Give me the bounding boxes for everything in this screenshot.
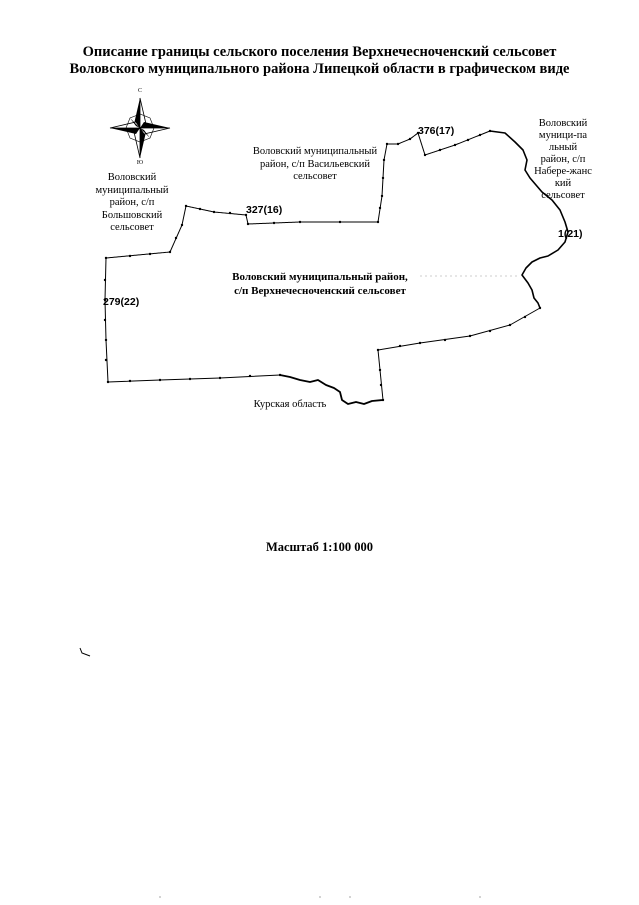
stray-mark [79, 647, 91, 657]
point-label-327: 327(16) [246, 204, 283, 216]
map-title-line-1: Описание границы сельского поселения Вер… [82, 44, 557, 60]
boundary-line-south [107, 374, 281, 383]
point-label-376: 376(17) [418, 125, 455, 137]
boundary-line-east [489, 130, 569, 309]
bottom-specks [159, 896, 481, 898]
boundary-line-southeast [377, 307, 541, 401]
compass-south-label: Ю [136, 160, 144, 166]
map-scale: Масштаб 1:100 000 [265, 540, 374, 554]
compass-north-label: С [137, 88, 142, 94]
settlement-name-label: Воловский муниципальный район, с/п Верхн… [232, 271, 408, 297]
neighbor-label-naberezhansky: Воловский муници-па льный район, с/п Наб… [534, 118, 592, 201]
compass-rose-icon [109, 97, 171, 159]
point-label-1: 1(21) [558, 228, 583, 240]
neighbor-label-kursk: Курская область [253, 399, 327, 410]
boundary-vertices [103, 129, 542, 402]
boundary-line-kursk [279, 374, 384, 405]
point-label-279: 279(22) [103, 296, 140, 308]
neighbor-label-bolshovsky: Воловский муниципальный район, с/п Больш… [95, 172, 169, 233]
neighbor-label-vasilievsky: Воловский муниципальный район, с/п Васил… [252, 146, 378, 182]
map-title-line-2: Воловского муниципального района Липецко… [69, 61, 570, 77]
